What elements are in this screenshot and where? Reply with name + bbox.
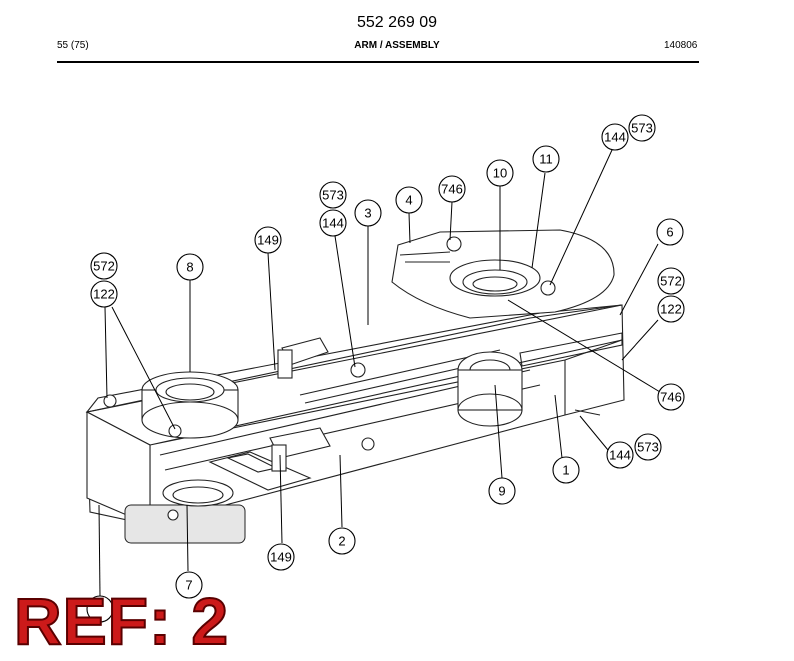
callout-573-top: 573 xyxy=(628,114,656,142)
document-date: 140806 xyxy=(664,40,698,51)
callout-8: 8 xyxy=(176,253,204,281)
callout-11: 11 xyxy=(532,145,560,173)
callout-144-top: 144 xyxy=(601,123,629,151)
callout-4: 4 xyxy=(395,186,423,214)
callout-2: 2 xyxy=(328,527,356,555)
callout-label: 746 xyxy=(441,182,463,197)
callout-label: 122 xyxy=(660,302,682,317)
document-number: 552 269 09 xyxy=(356,14,438,31)
callout-149-upper: 149 xyxy=(254,226,282,254)
callout-label: 573 xyxy=(637,440,659,455)
document-title: ARM / ASSEMBLY xyxy=(354,40,440,51)
callout-label: 2 xyxy=(338,534,345,549)
callout-label: 144 xyxy=(604,130,626,145)
callout-label: 10 xyxy=(493,166,507,181)
callout-149-lower: 149 xyxy=(267,543,295,571)
leader-lines xyxy=(98,149,661,597)
bearing-bottom xyxy=(162,479,234,507)
page-number: 55 (75) xyxy=(57,40,89,51)
callout-label: 746 xyxy=(660,390,682,405)
callout-10: 10 xyxy=(486,159,514,187)
callout-label: 4 xyxy=(405,193,412,208)
callout-572-right: 572 xyxy=(657,267,685,295)
callout-1: 1 xyxy=(552,456,580,484)
callout-9: 9 xyxy=(488,477,516,505)
callout-6: 6 xyxy=(656,218,684,246)
callout-bottom-partial xyxy=(86,595,114,623)
callout-label: 8 xyxy=(186,260,193,275)
callout-7: 7 xyxy=(175,571,203,599)
bearing-right xyxy=(457,351,523,427)
callout-573-upper: 573 xyxy=(319,181,347,209)
callout-3: 3 xyxy=(354,199,382,227)
callout-label: 6 xyxy=(666,225,673,240)
callout-label: 573 xyxy=(322,188,344,203)
callout-label: 144 xyxy=(322,216,344,231)
callout-122-left: 122 xyxy=(90,280,118,308)
callout-label: 11 xyxy=(539,152,553,167)
bearing-top xyxy=(141,371,239,439)
callout-746-right: 746 xyxy=(657,383,685,411)
ref-label: REF: 2 xyxy=(13,584,230,658)
callout-label: 572 xyxy=(660,274,682,289)
callout-572-left: 572 xyxy=(90,252,118,280)
callout-label: 1 xyxy=(562,463,569,478)
callout-122-right: 122 xyxy=(657,295,685,323)
callout-label: 9 xyxy=(498,484,505,499)
bolts xyxy=(103,236,556,521)
callout-746-upper: 746 xyxy=(438,175,466,203)
callout-label: 122 xyxy=(93,287,115,302)
callout-label: 572 xyxy=(93,259,115,274)
callout-label: 573 xyxy=(631,121,653,136)
clamp-lower xyxy=(269,427,331,472)
callout-label: 144 xyxy=(609,448,631,463)
callout-label: 149 xyxy=(270,550,292,565)
clamp-upper xyxy=(277,337,329,379)
callout-144-right: 144 xyxy=(606,441,634,469)
header-rule xyxy=(57,61,699,63)
callout-label: 3 xyxy=(364,206,371,221)
callout-144-upper: 144 xyxy=(319,209,347,237)
plate-disc xyxy=(391,229,615,319)
callout-label: 149 xyxy=(257,233,279,248)
callout-label: 7 xyxy=(185,578,192,593)
callout-573-right: 573 xyxy=(634,433,662,461)
